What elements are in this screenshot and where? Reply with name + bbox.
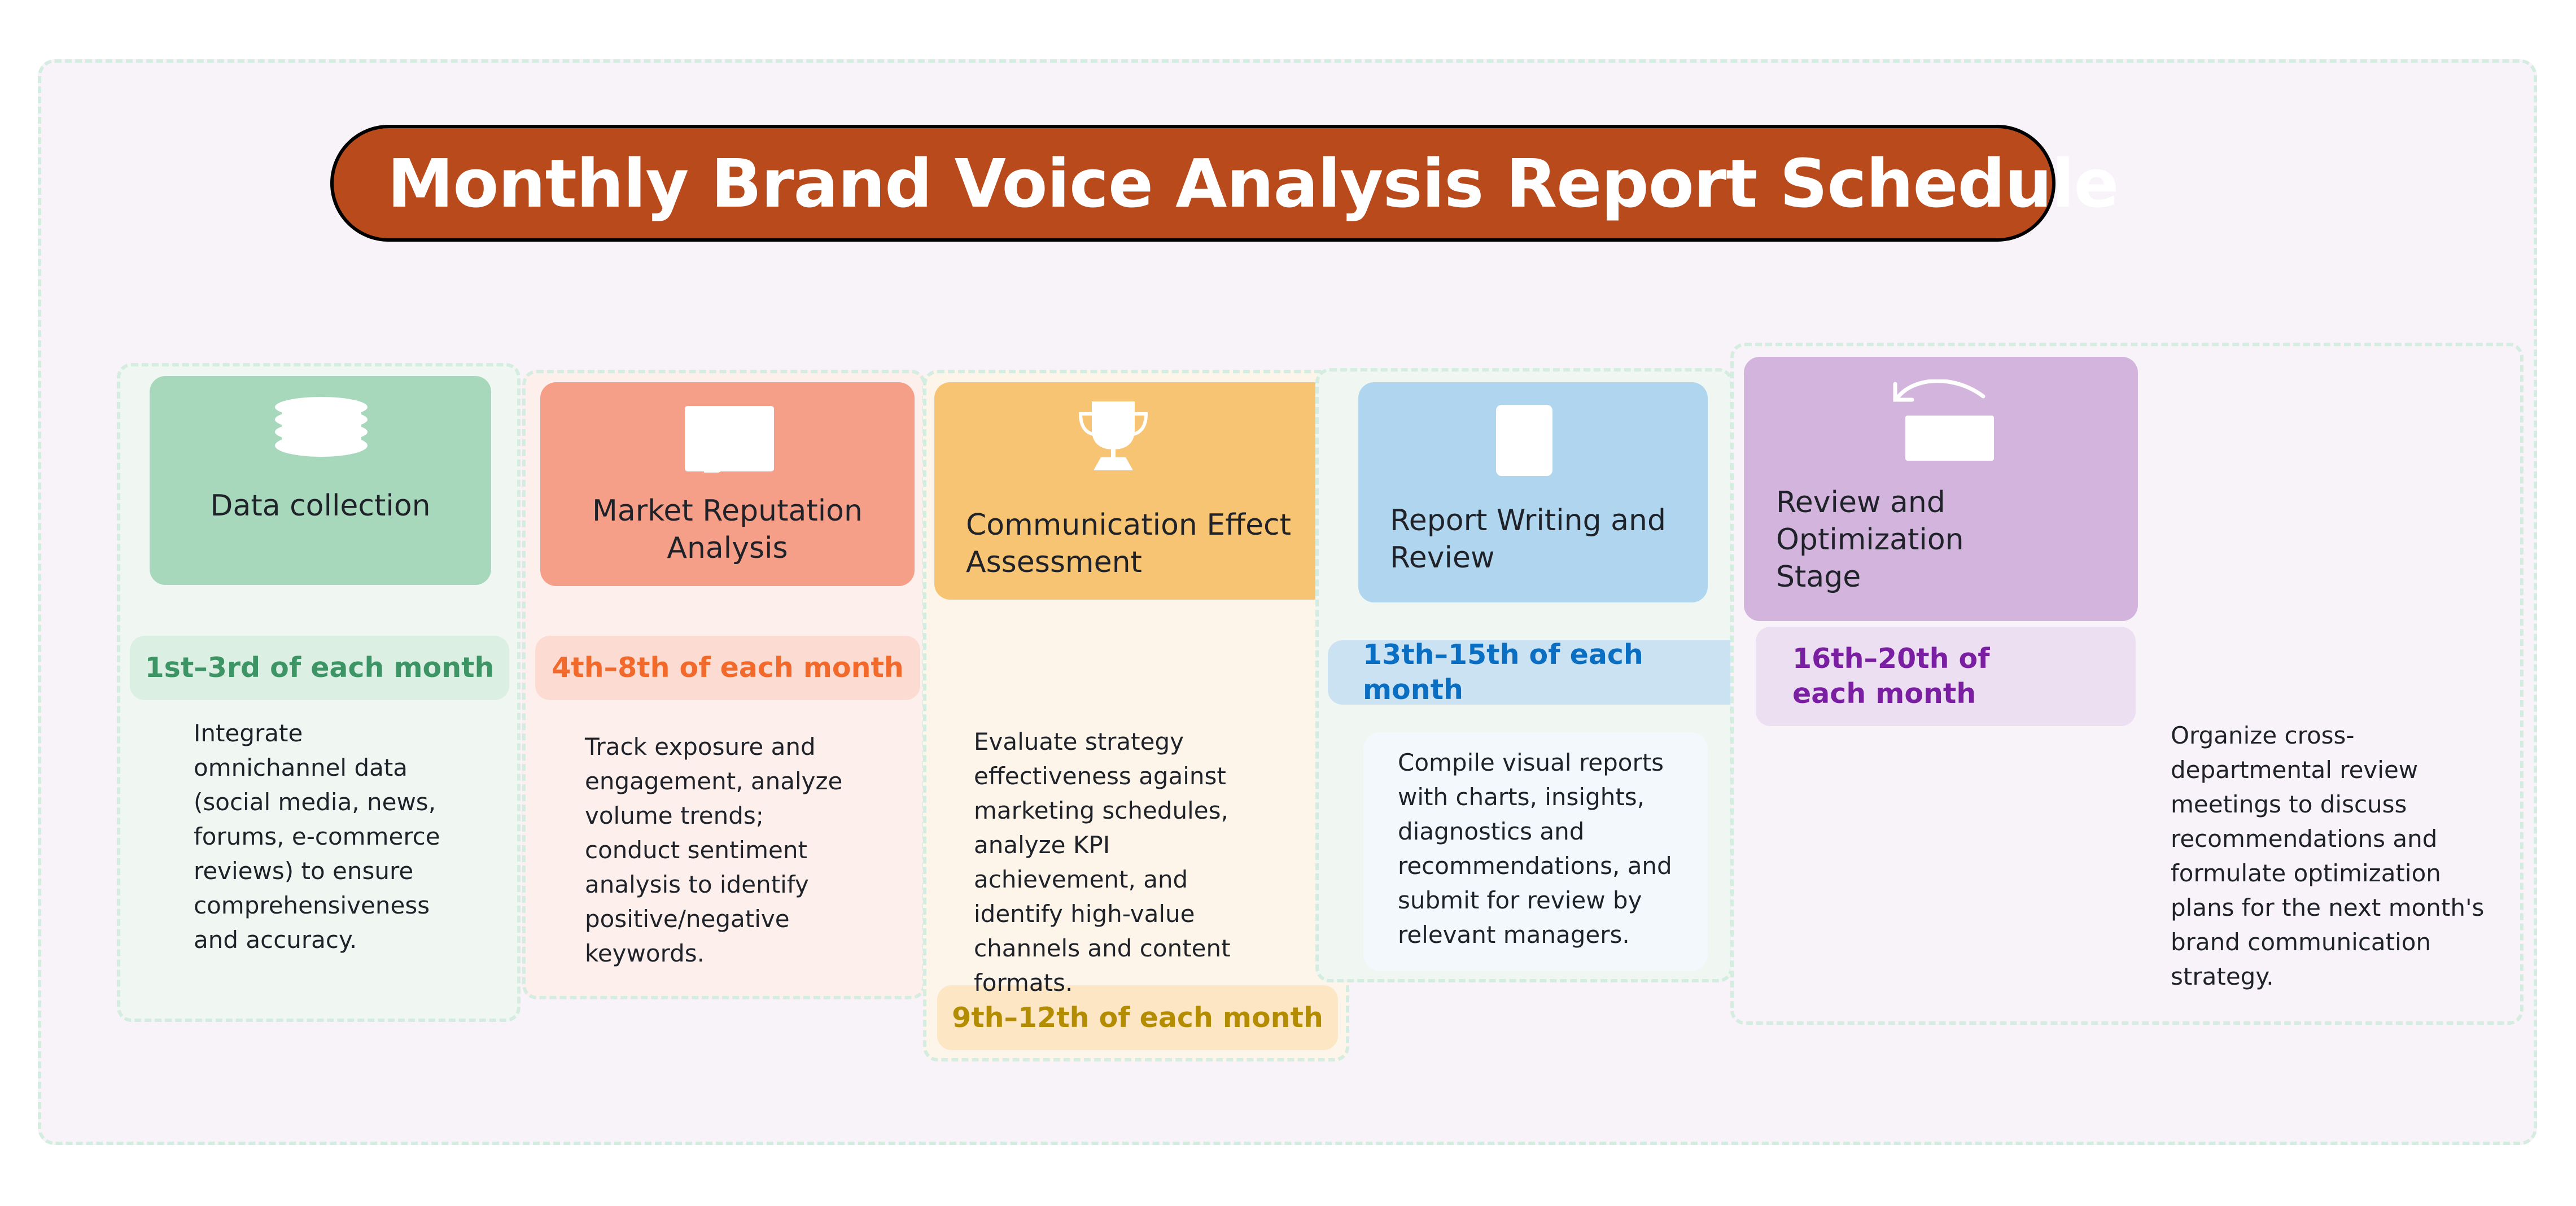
stage-header-data-collection: Data collection bbox=[150, 376, 491, 585]
date-text: 13th–15th of each month bbox=[1363, 639, 1643, 706]
document-icon bbox=[1496, 405, 1552, 476]
stage-title: Market Reputation Analysis bbox=[592, 494, 863, 565]
stage-title: Communication Effect Assessment bbox=[966, 508, 1292, 579]
stage-description: Evaluate strategy effectiveness against … bbox=[974, 728, 1231, 997]
undo-rotate-icon bbox=[1893, 379, 1994, 461]
date-text: 9th–12th of each month bbox=[952, 1001, 1323, 1034]
stage-header-review-optimization: Review and Optimization Stage bbox=[1744, 357, 2138, 621]
page-title: Monthly Brand Voice Analysis Report Sche… bbox=[387, 144, 2119, 222]
stage-title: Report Writing and Review bbox=[1390, 504, 1666, 575]
speech-bubble-icon bbox=[685, 406, 774, 473]
stage-description: Compile visual reports with charts, insi… bbox=[1398, 749, 1672, 949]
stage-description: Track exposure and engagement, analyze v… bbox=[585, 733, 843, 967]
stage-date-badge: 13th–15th of each month bbox=[1328, 639, 1733, 706]
stage-date-badge: 4th–8th of each month bbox=[535, 636, 920, 700]
stage-date-badge: 9th–12th of each month bbox=[937, 985, 1338, 1050]
stage-title: Review and Optimization Stage bbox=[1776, 486, 1964, 594]
stage-header-market-reputation: Market Reputation Analysis bbox=[540, 382, 915, 586]
description-panel bbox=[1363, 732, 1708, 971]
stage-description: Integrate omnichannel data (social media… bbox=[194, 719, 440, 954]
stage-description: Organize cross-departmental review meeti… bbox=[2171, 722, 2485, 990]
stage-header-communication-effect: Communication Effect Assessment bbox=[934, 382, 1318, 600]
date-text: 1st–3rd of each month bbox=[145, 652, 495, 684]
title-banner: Monthly Brand Voice Analysis Report Sche… bbox=[330, 125, 2119, 242]
date-text: 16th–20th of each month bbox=[1792, 643, 1990, 710]
date-text: 4th–8th of each month bbox=[552, 652, 904, 684]
stage-date-badge: 1st–3rd of each month bbox=[130, 636, 509, 700]
stage-date-badge: 16th–20th of each month bbox=[1756, 627, 2136, 726]
database-icon bbox=[275, 397, 368, 457]
stage-header-report-writing: Report Writing and Review bbox=[1358, 382, 1708, 602]
trophy-icon bbox=[1078, 401, 1148, 470]
stage-title: Data collection bbox=[210, 489, 431, 523]
